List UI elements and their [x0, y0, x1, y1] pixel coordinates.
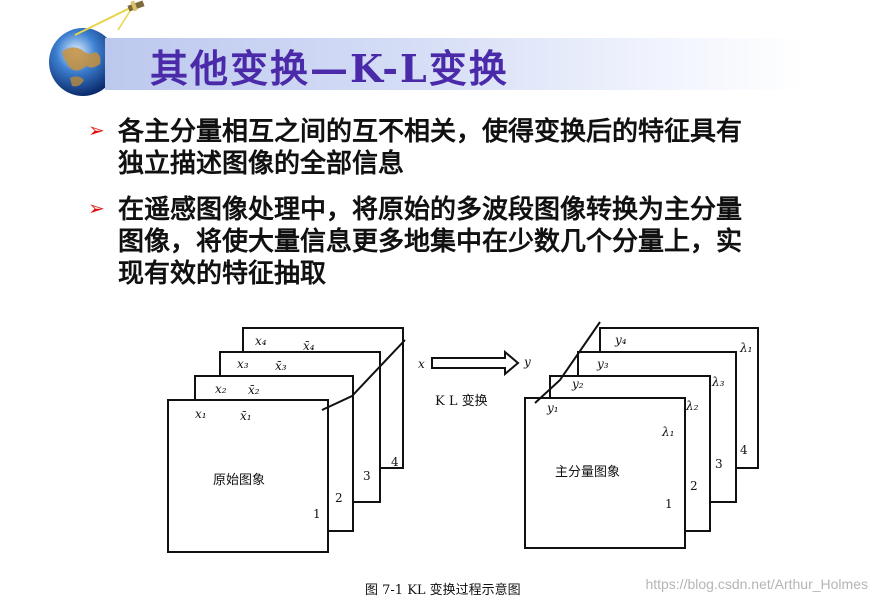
- label-y2: y₂: [571, 377, 584, 391]
- label-x3: x₃: [237, 357, 249, 371]
- label-y4: y₄: [614, 333, 627, 347]
- pixel-vector-line: [321, 339, 406, 411]
- label-x: x: [418, 357, 425, 371]
- bullet-line: 现有效的特征抽取: [118, 259, 327, 289]
- band-number: 2: [335, 491, 343, 505]
- bullet-line: 独立描述图像的全部信息: [118, 149, 405, 179]
- band-number: 3: [363, 469, 371, 483]
- label-y1: y₁: [546, 401, 559, 415]
- band-number: 3: [715, 457, 723, 471]
- title-bar: [105, 38, 805, 90]
- label-x2: x₂: [215, 382, 227, 396]
- label-lambda2: λ₂: [685, 399, 699, 413]
- label-xb2: x̄₂: [248, 383, 260, 397]
- bullet-line: 各主分量相互之间的互不相关，使得变换后的特征具有: [118, 117, 743, 147]
- bullet-line: 在遥感图像处理中，将原始的多波段图像转换为主分量: [118, 195, 743, 225]
- band-number: 4: [391, 455, 399, 469]
- label-xb1: x̄₁: [240, 409, 252, 423]
- label-lambda3: λ₃: [711, 375, 725, 389]
- band-number: 1: [313, 507, 321, 521]
- right-main-label: 主分量图象: [555, 465, 620, 480]
- globe-satellite-icon: [49, 0, 145, 96]
- label-xb3: x̄₃: [275, 359, 287, 373]
- band-number: 1: [665, 497, 673, 511]
- pixel-vector-line: [534, 321, 601, 404]
- label-lambda1-back: λ₁: [739, 341, 752, 355]
- label-x1: x₁: [195, 407, 207, 421]
- transform-arrow: [431, 349, 520, 377]
- label-y: y: [523, 355, 531, 369]
- band-number: 2: [690, 479, 698, 493]
- triangle-bullet-icon: ➢: [88, 118, 105, 142]
- label-lambda1: λ₁: [661, 425, 674, 439]
- right-band-1: [524, 397, 686, 549]
- slide-title: 其他变换—K-L变换: [150, 46, 509, 91]
- triangle-bullet-icon: ➢: [88, 196, 105, 220]
- label-x4: x₄: [255, 334, 267, 348]
- left-band-1: [167, 399, 329, 553]
- watermark: https://blog.csdn.net/Arthur_Holmes: [645, 576, 868, 592]
- left-main-label: 原始图象: [213, 473, 265, 488]
- band-number: 4: [740, 443, 748, 457]
- figure-caption: 图 7-1 KL 变换过程示意图: [365, 582, 521, 598]
- label-y3: y₃: [596, 357, 609, 371]
- bullet-line: 图像，将使大量信息更多地集中在少数几个分量上，实: [118, 227, 743, 257]
- label-xb4: x̄₄: [303, 339, 315, 353]
- transform-label: K L 变换: [435, 393, 488, 409]
